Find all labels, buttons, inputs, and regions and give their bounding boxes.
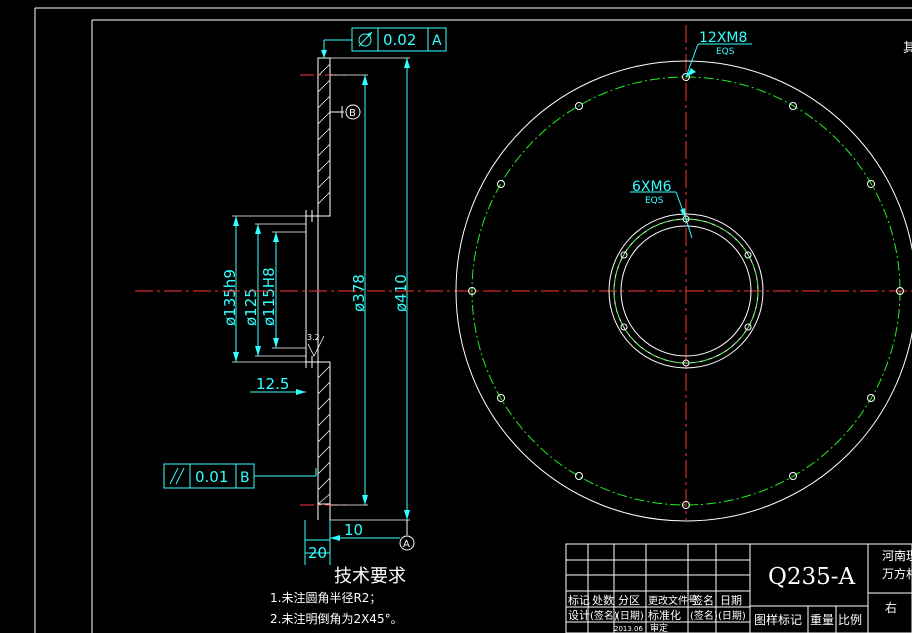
tb-r2-c3: (日期): [616, 610, 644, 622]
dimension-arrows: [233, 50, 410, 541]
tb-date-small: 2013.06: [614, 625, 643, 633]
outer-hole: [575, 102, 583, 110]
tb-approve: 审定: [650, 622, 668, 633]
outer-hole: [867, 394, 875, 402]
tb-r1-c3: 分区: [618, 594, 640, 607]
front-view: 12XM8 EQS 6XM6 EQS: [135, 25, 912, 522]
datum-b-marker: [330, 104, 361, 120]
tb-r1-c5: 签名: [692, 593, 714, 607]
tb-r2-c5: (签名): [690, 609, 718, 622]
dim-d135h9: ø135h9: [221, 269, 239, 326]
section-hatch: [317, 63, 331, 505]
tech-requirements-title: 技术要求: [334, 566, 406, 587]
org-line-2: 万方村: [882, 566, 912, 581]
parallelism-value: 0.01: [195, 468, 228, 486]
outer-hole: [575, 472, 583, 480]
tb-r2-c4: 标准化: [648, 608, 681, 622]
datum-b-letter: B: [349, 108, 356, 119]
scale-label: 比例: [838, 613, 862, 627]
tb-r2-c2: (签名): [590, 609, 618, 622]
tb-r1-c1: 标记: [568, 593, 590, 607]
flatness-value: 0.02: [383, 31, 416, 49]
dim-d378: ø378: [350, 274, 368, 312]
side-dimensions: [235, 39, 408, 565]
drawing-frame: [34, 7, 912, 633]
inner-hole: [620, 323, 628, 331]
inner-hole: [682, 359, 690, 367]
tb-r1-c6: 日期: [720, 594, 742, 607]
material-label: Q235-A: [768, 564, 856, 590]
datum-a-letter: A: [403, 539, 410, 550]
tb-r1-c2: 处数: [592, 594, 614, 607]
outer-holes-eqs: EQS: [716, 47, 735, 57]
tech-note-1: 1.未注圆角半径R2；: [270, 590, 381, 605]
inner-holes-label: 6XM6: [632, 179, 672, 195]
inner-hole: [744, 251, 752, 259]
tb-r1-c4: 更改文件号: [648, 594, 698, 607]
section-view: B: [232, 57, 410, 521]
outer-hole: [468, 287, 476, 295]
outer-hole: [789, 472, 797, 480]
inner-hole: [620, 251, 628, 259]
parallelism-tolerance-frame: [163, 463, 255, 489]
outer-holes-label: 12XM8: [699, 30, 747, 46]
org-line-1: 河南理: [882, 548, 912, 563]
tb-r2-c6: (日期): [718, 610, 746, 622]
dim-d115h8: ø115H8: [260, 267, 278, 326]
dim-20: 20: [308, 544, 327, 562]
dim-12-5: 12.5: [256, 375, 289, 393]
flatness-arrow-head: [367, 32, 372, 37]
dim-d125: ø125: [242, 288, 260, 326]
outer-hole: [682, 501, 690, 509]
weight-label: 重量: [810, 613, 834, 627]
inner-holes-eqs: EQS: [645, 196, 664, 206]
flatness-datum: A: [432, 33, 442, 49]
outer-hole: [867, 180, 875, 188]
dim-d410: ø410: [392, 274, 410, 312]
roughness-value: 3.2: [307, 333, 320, 342]
tech-note-2: 2.未注明倒角为2X45°。: [270, 611, 403, 626]
right-corner-text: 右: [885, 600, 897, 615]
title-block: [565, 543, 912, 633]
outer-hole: [497, 394, 505, 402]
outer-hole: [497, 180, 505, 188]
inner-hole: [744, 323, 752, 331]
outer-hole: [682, 73, 690, 81]
datum-a-marker: [399, 520, 415, 551]
outer-hole: [896, 287, 904, 295]
outer-bolt-holes: [468, 73, 904, 509]
sheet-corner-text: 其: [903, 41, 912, 56]
parallelism-datum: B: [240, 470, 250, 486]
stage-label: 图样标记: [754, 612, 802, 627]
outer-hole: [789, 102, 797, 110]
inner-bolt-holes: [620, 215, 752, 367]
dim-10: 10: [344, 521, 363, 539]
inner-hole: [682, 215, 690, 223]
roughness-symbol: [307, 335, 325, 357]
tb-r2-c1: 设计: [568, 609, 590, 622]
